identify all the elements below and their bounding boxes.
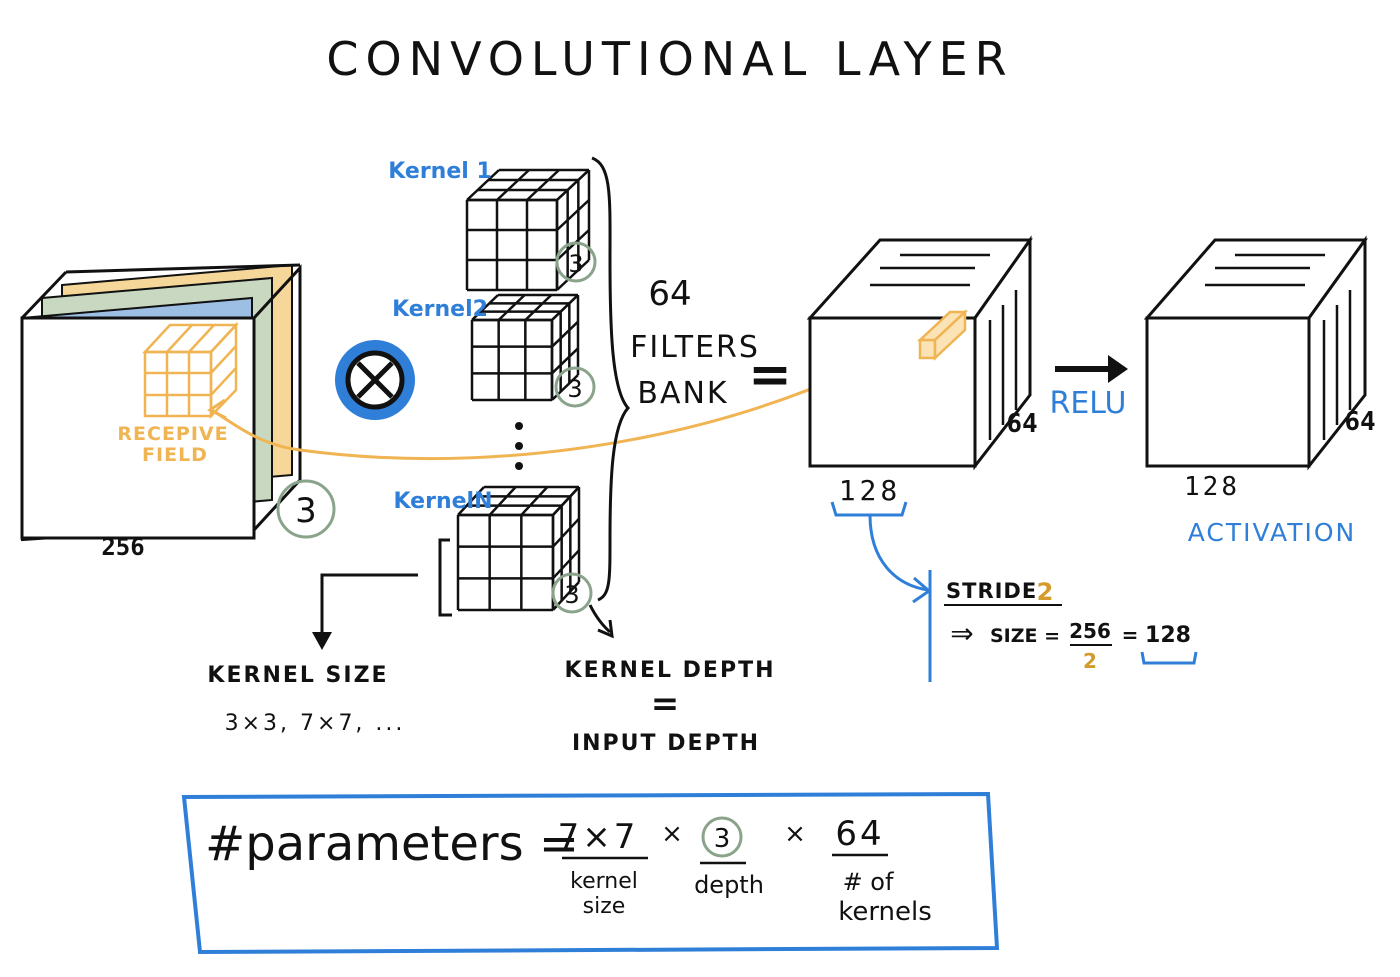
kernel-grid-line [466,169,500,201]
kernel-1 [465,168,591,292]
formula-term3-caption-1: # of [843,868,894,896]
stride-box: STRIDE 2 ⇒ SIZE = 256 2 = 128 [928,570,1198,682]
kernel-grid-line [524,294,553,321]
kernel-ellipsis [515,422,523,470]
input-width-label: 256 [101,533,144,561]
formula-lhs: #parameters = [205,816,579,872]
activation-depth-label: 64 [1344,407,1375,437]
kernel-2-depth-label: 3 [567,375,582,403]
formula-term2-circle [701,816,743,858]
input-depth-circle [276,479,336,539]
kernel-size-examples: 3×3, 7×7, ... [225,711,406,736]
filters-bank-count: 64 [648,274,691,314]
filters-bank-equals: = [748,345,792,405]
kernel-depth-label: KERNEL DEPTH [565,658,776,683]
kernel-grid-line [556,229,590,261]
kernel-grid-line [556,199,590,231]
filters-bank-label-line2: BANK [637,376,728,411]
kernel-depth-equals: = [651,684,680,724]
kernel-grid-line [496,169,530,201]
formula-term1-caption-1: kernel [570,869,638,894]
kernel-grid-line [551,294,579,321]
kernel-1-label: Kernel 1 [388,159,492,184]
kernel-size-note: KERNEL SIZE 3×3, 7×7, ... [207,573,418,736]
kernel-grid-line [520,486,549,516]
kernel-n-bracket [438,538,452,617]
kernel-grid-line [552,486,580,516]
formula-term1: 7×7 [558,817,639,857]
kernel-grid-line [556,169,590,201]
stride-denominator: 2 [1083,649,1097,673]
stride-numerator: 256 [1069,619,1111,643]
receptive-field-label-line2: FIELD [142,444,208,466]
parameters-formula-box: #parameters = 7×7 kernel size × 3 depth … [181,791,1000,955]
kernel-grid-line [526,169,560,201]
output-volume [806,235,1033,471]
kernel-grid-line [551,374,579,401]
formula-term2-caption: depth [694,871,764,899]
stride-implies-arrow: ⇒ [950,617,973,650]
activation-volume [1143,235,1368,471]
kernel-2 [470,293,580,402]
formula-term3-caption-2: kernels [838,897,932,927]
kernel-n-label: KernelN [394,489,493,514]
formula-term2: 3 [714,824,731,854]
kernel-grid-line [457,486,485,516]
receptive-field-cube [142,321,239,420]
formula-times-2: × [784,819,806,849]
kernel-1-depth-circle [555,241,597,283]
relu-label: RELU [1050,386,1127,421]
kernel-n-depth-circle [551,572,593,614]
activation-width-label: 128 [1184,472,1240,502]
kernel-grid-line [552,517,580,548]
kernel-2-label: Kernel2 [392,297,488,322]
kernel-2-depth-circle [554,366,596,408]
kernel-depth-note: KERNEL DEPTH = INPUT DEPTH [565,604,776,756]
formula-term1-caption-2: size [583,894,626,919]
stride-value: 2 [1037,578,1054,606]
filters-bank-label-line1: FILTERS [630,330,760,365]
stride-pointer-arrow [868,514,929,592]
kernel-grid-line [497,294,526,321]
receptive-field-label-line1: RECEPIVE [117,423,228,445]
kernel-grid-line [556,259,590,291]
input-depth-label: 3 [295,491,317,531]
kernel-n-depth-label: 3 [564,581,579,609]
input-volume: RECEPIVE FIELD 256 3 [20,263,336,561]
input-front-face [20,316,256,540]
kernel-grid-line [551,320,579,348]
kernel-grid-line [552,549,580,580]
convolution-operator [335,340,415,420]
output-depth-label: 64 [1006,409,1037,439]
stride-size-label: SIZE = [990,625,1060,647]
kernel-grid-line [471,294,499,321]
stride-result: 128 [1145,623,1191,648]
stride-equals: = [1122,623,1139,647]
diagram-title: CONVOLUTIONAL LAYER [326,32,1013,86]
output-activation-cell [916,309,969,361]
input-side-face [252,264,302,534]
kernel-size-label: KERNEL SIZE [207,663,388,688]
filters-bank-brace [591,156,631,602]
output-width-label: 128 [839,474,902,507]
kernel-depth-rhs: INPUT DEPTH [572,731,760,756]
stride-label: STRIDE [946,579,1037,603]
formula-times-1: × [661,819,683,849]
formula-term3: 64 [835,814,884,854]
kernel-grid-line [488,486,517,516]
activation-label: ACTIVATION [1188,518,1356,547]
kernel-grid-line [551,347,579,375]
kernel-1-depth-label: 3 [568,250,583,278]
